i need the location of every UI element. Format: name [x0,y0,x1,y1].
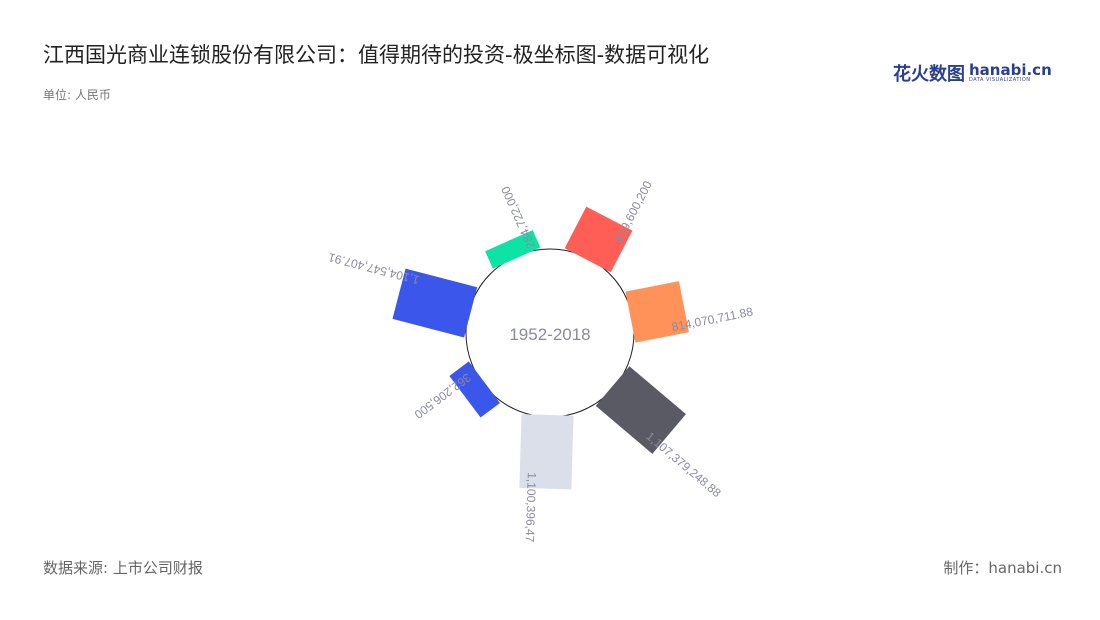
bar-group: 1,104,547,407.91 [327,250,478,338]
unit-label: 单位: 人民币 [43,88,111,102]
center-label: 1952-2018 [509,325,590,344]
bar-group: 1,107,379,248.88 [595,366,724,500]
credit: 制作：hanabi.cn [943,559,1062,577]
bar[interactable] [485,230,541,269]
bar-value-label: 1,100,396,47 [523,472,539,543]
bar[interactable] [564,206,633,273]
data-source: 数据来源: 上市公司财报 [43,559,203,577]
bar-value-label: 1,104,547,407.91 [327,250,421,287]
bar[interactable] [392,268,478,338]
bar[interactable] [449,361,500,418]
logo-en: hanabi.cn [969,61,1052,79]
bar-value-label: 362,206,500 [412,370,474,421]
bar-value-label: 699,600,200 [612,178,655,244]
bar-group: 1,100,396,47 [519,414,574,543]
bar-value-label: 1,107,379,248.88 [643,429,724,500]
chart-title: 江西国光商业连锁股份有限公司：值得期待的投资-极坐标图-数据可视化 [43,43,710,67]
bar[interactable] [625,281,689,343]
bar[interactable] [595,366,686,454]
bar-group: 814,070,711.88 [625,281,754,343]
bar[interactable] [519,414,574,490]
logo-cn: 花火数图 [893,64,965,85]
brand-logo: 花火数图 hanabi.cn DATA VISUALIZATION [893,60,1052,86]
logo-sub: DATA VISUALIZATION [969,77,1031,83]
